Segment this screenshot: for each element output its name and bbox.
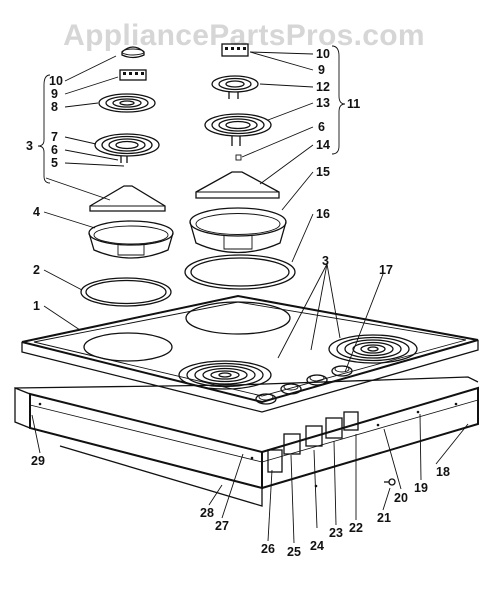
callout-14: 14 — [316, 138, 330, 152]
callout-labels: 10 9 8 3 7 6 5 4 2 1 10 9 12 13 11 6 14 … — [26, 47, 450, 559]
right-terminal-block — [221, 43, 249, 57]
callout-1: 1 — [33, 299, 40, 313]
left-large-element — [94, 133, 160, 163]
left-drip-bowl — [88, 220, 174, 259]
front-left-coil — [178, 360, 272, 390]
callout-17: 17 — [379, 263, 393, 277]
callout-7: 7 — [51, 130, 58, 144]
leader-lines — [31, 45, 469, 544]
callout-25: 25 — [287, 545, 301, 559]
infinite-switches — [267, 411, 359, 473]
callout-19: 19 — [414, 481, 428, 495]
callout-21: 21 — [377, 511, 391, 525]
right-element-support — [195, 171, 280, 199]
left-knob-cap — [121, 46, 145, 59]
callout-12: 12 — [316, 80, 330, 94]
right-trim-ring — [184, 254, 296, 290]
callout-5: 5 — [51, 156, 58, 170]
callout-18: 18 — [436, 465, 450, 479]
callout-23: 23 — [329, 526, 343, 540]
control-knobs — [255, 365, 353, 405]
watermark-text: AppliancePartsPros.com — [63, 19, 425, 52]
burner-box — [14, 376, 479, 507]
callout-6-right: 6 — [318, 120, 325, 134]
left-element-support — [89, 185, 166, 212]
right-rear-coil — [328, 334, 418, 364]
callout-22: 22 — [349, 521, 363, 535]
callout-20: 20 — [394, 491, 408, 505]
screw — [384, 478, 396, 486]
callout-29: 29 — [31, 454, 45, 468]
callout-26: 26 — [261, 542, 275, 556]
callout-2: 2 — [33, 263, 40, 277]
callout-3-right: 3 — [322, 254, 329, 268]
callout-6-left: 6 — [51, 143, 58, 157]
right-large-element — [204, 113, 272, 161]
callout-15: 15 — [316, 165, 330, 179]
callout-3-left: 3 — [26, 139, 33, 153]
cooktop-main-top — [21, 294, 479, 413]
callout-10-left: 10 — [49, 74, 63, 88]
callout-28: 28 — [200, 506, 214, 520]
callout-16: 16 — [316, 207, 330, 221]
callout-8: 8 — [51, 100, 58, 114]
callout-24: 24 — [310, 539, 324, 553]
callout-9-right: 9 — [318, 63, 325, 77]
left-trim-ring — [80, 277, 172, 307]
callout-4: 4 — [33, 205, 40, 219]
left-small-element — [98, 93, 156, 113]
callout-27: 27 — [215, 519, 229, 533]
callout-10-right: 10 — [316, 47, 330, 61]
callout-9-left: 9 — [51, 87, 58, 101]
callout-11: 11 — [347, 97, 360, 111]
left-terminal-block — [119, 69, 147, 81]
callout-13: 13 — [316, 96, 330, 110]
right-drip-bowl — [189, 207, 287, 254]
right-small-element — [211, 75, 259, 99]
